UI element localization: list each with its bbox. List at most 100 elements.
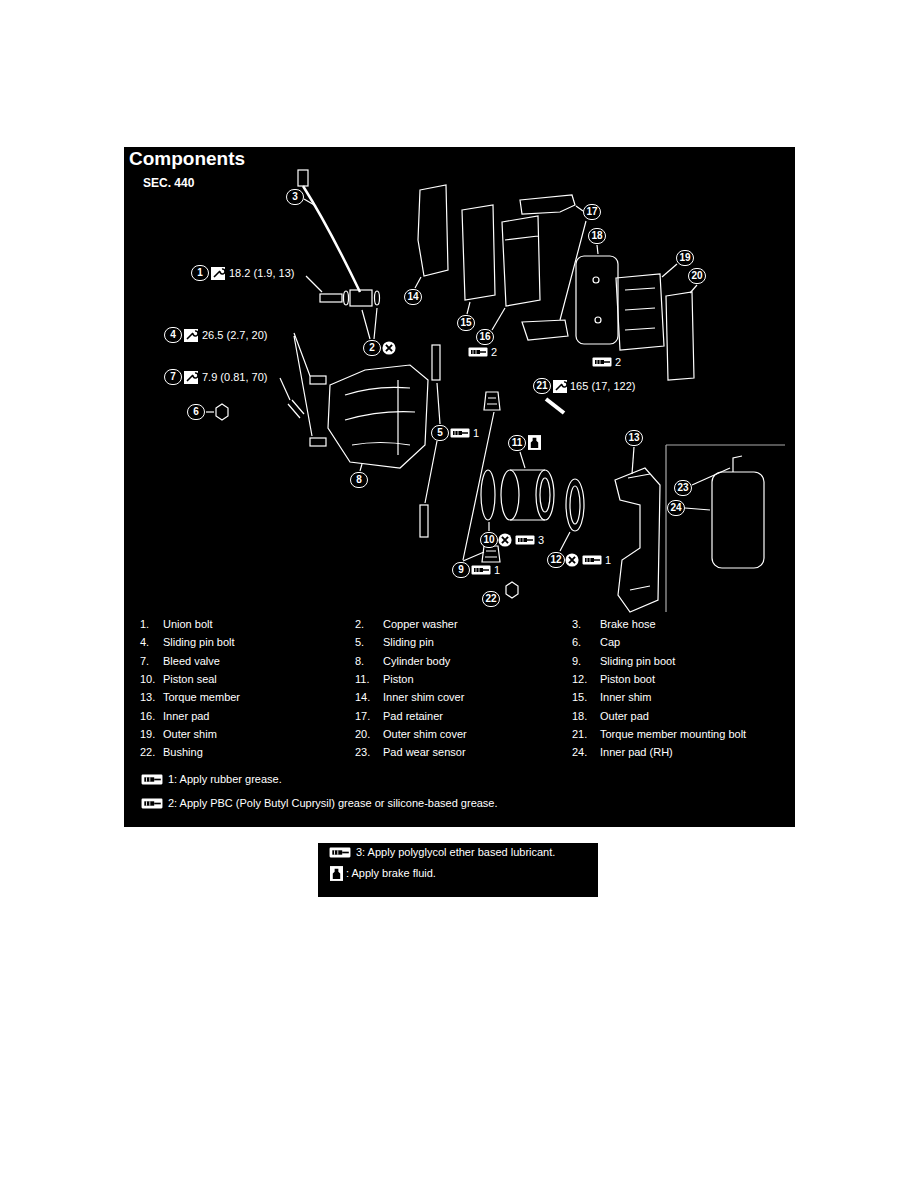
part-number: 7.: [140, 655, 149, 668]
part-name: Cap: [600, 636, 620, 649]
torque-member-bolt: [546, 399, 564, 413]
grease-icon: [330, 848, 351, 858]
part-number: 2.: [355, 618, 364, 631]
cap: [216, 404, 228, 420]
part-name: Torque member mounting bolt: [600, 728, 746, 741]
callout-number: 17: [583, 204, 601, 220]
torque-member: [615, 468, 660, 612]
leader-line: [685, 508, 710, 510]
grease-icon: [583, 556, 602, 565]
torque-member-detail: [628, 474, 650, 590]
inner-pad-rh: [712, 472, 764, 568]
part-name: Cylinder body: [383, 655, 450, 668]
part-name: Inner pad: [163, 710, 209, 723]
page-title: Components: [129, 148, 245, 170]
brake-fluid-icon: [330, 866, 343, 881]
part-number: 16.: [140, 710, 155, 723]
callout-number: 6: [187, 404, 205, 420]
inset-frame: [666, 445, 785, 612]
inner-pad: [502, 216, 540, 306]
lubricant-number: 1: [605, 554, 611, 567]
torque-icon: [553, 380, 567, 393]
section-number: SEC. 440: [143, 176, 194, 190]
piston: [540, 478, 550, 512]
legend-text: : Apply brake fluid.: [346, 867, 436, 880]
part-number: 23.: [355, 746, 370, 759]
cylinder-body: [328, 365, 428, 468]
part-number: 4.: [140, 636, 149, 649]
inner-shim-cover: [418, 185, 448, 276]
leader-line: [492, 308, 505, 330]
leader-line: [662, 264, 677, 277]
grease-icon: [516, 536, 535, 545]
discard-mark: [565, 553, 578, 566]
part-number: 18.: [572, 710, 587, 723]
part-number: 8.: [355, 655, 364, 668]
part-name: Union bolt: [163, 618, 213, 631]
lubricant-number: 2: [615, 356, 621, 369]
lubricant-number: 2: [491, 346, 497, 359]
leader-line: [690, 285, 697, 293]
callout-number: 7: [164, 369, 182, 385]
brake-fluid-icon: [528, 435, 541, 450]
part-number: 19.: [140, 728, 155, 741]
callout-number: 1: [191, 265, 209, 281]
part-number: 13.: [140, 691, 155, 704]
part-name: Sliding pin boot: [600, 655, 675, 668]
part-name: Bushing: [163, 746, 203, 759]
callout-number: 15: [457, 315, 475, 331]
copper-washer: [344, 291, 349, 305]
leader-line: [294, 333, 312, 436]
part-number: 20.: [355, 728, 370, 741]
union-bolt: [320, 294, 342, 302]
piston-seal: [481, 470, 495, 520]
pad-wear-sensor: [733, 456, 742, 472]
grease-icon: [142, 799, 163, 809]
part-number: 21.: [572, 728, 587, 741]
leader-line: [560, 206, 586, 320]
sliding-pin: [420, 505, 428, 537]
pad-hole: [595, 317, 601, 323]
leader-line: [488, 522, 489, 531]
part-number: 12.: [572, 673, 587, 686]
part-name: Pad wear sensor: [383, 746, 466, 759]
part-number: 10.: [140, 673, 155, 686]
part-name: Bleed valve: [163, 655, 220, 668]
callout-number: 22: [482, 591, 500, 607]
sliding-pin-boot: [482, 546, 500, 562]
lubricant-number: 3: [538, 534, 544, 547]
line-art: [206, 170, 785, 612]
pad-retainer: [522, 320, 568, 340]
part-name: Copper washer: [383, 618, 458, 631]
leader-line: [425, 383, 440, 503]
hose-fitting: [350, 290, 372, 306]
leader-line: [306, 276, 322, 292]
callout-number: 23: [674, 480, 692, 496]
outer-shim: [616, 274, 664, 350]
part-name: Pad retainer: [383, 710, 443, 723]
part-number: 14.: [355, 691, 370, 704]
part-name: Inner shim cover: [383, 691, 464, 704]
callout-number: 21: [533, 378, 551, 394]
sliding-pin: [432, 345, 440, 380]
callout-number: 2: [363, 340, 381, 356]
part-name: Piston boot: [600, 673, 655, 686]
piston-boot: [566, 479, 584, 531]
grease-icon: [472, 566, 491, 575]
part-number: 3.: [572, 618, 581, 631]
torque-icon: [184, 371, 198, 384]
legend-text: 3: Apply polyglycol ether based lubrican…: [356, 846, 555, 859]
piston: [536, 470, 554, 520]
callout-number: 9: [452, 562, 470, 578]
leader-line: [632, 447, 634, 474]
part-number: 1.: [140, 618, 149, 631]
body-detail: [345, 380, 415, 455]
part-name: Piston: [383, 673, 414, 686]
outer-shim-cover: [666, 292, 694, 380]
piston-boot: [570, 486, 580, 524]
callout-number: 20: [688, 268, 706, 284]
leader-line: [467, 302, 470, 314]
part-number: 17.: [355, 710, 370, 723]
torque-icon: [211, 267, 225, 280]
